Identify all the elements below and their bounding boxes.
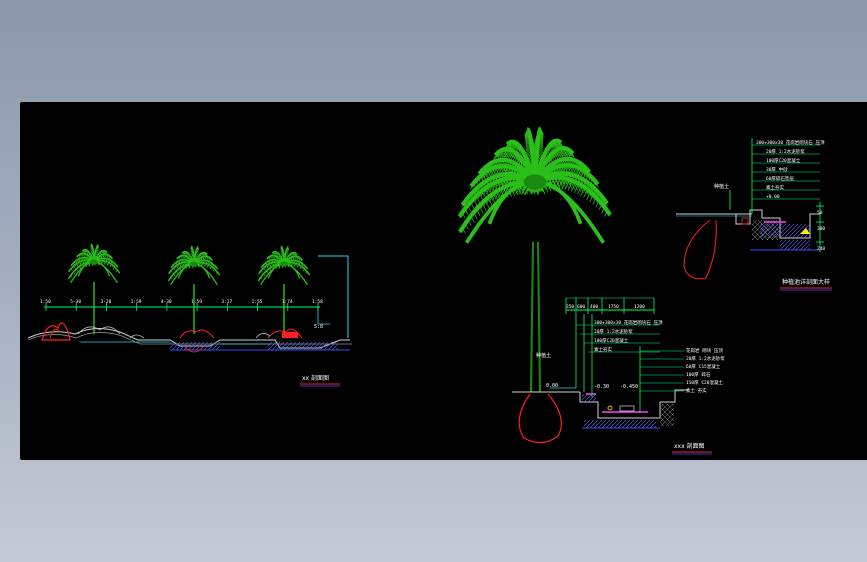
palm-tree-icon — [257, 245, 311, 286]
middle-callout-right: 素土 夯实 — [686, 387, 707, 394]
palm-tree-icon — [457, 126, 612, 244]
middle-dim-label: 600 — [577, 304, 585, 310]
left-side-label: 5:8 — [314, 324, 323, 330]
palm-tree-icon — [67, 243, 121, 284]
left-dim-label: 4-30 — [161, 299, 172, 305]
cad-drawing-viewport[interactable]: 1:50 5-30 3-28 1:59 4-30 1:59 3:17 1:55 1:74 1:58… — [20, 102, 867, 460]
middle-callout-top: 300+300x30 花岗岩砌块石 压顶 — [594, 319, 663, 326]
right-section-title: 种植池详剖面大样 — [782, 278, 830, 286]
right-callout: 300+300x30 花岗岩砌块石 压顶 — [756, 139, 825, 146]
left-dimension-line: 1:50 5-30 3-28 1:59 4-30 1:59 3:17 1:55 1:74 1:58 — [40, 299, 323, 311]
middle-callout-right: 150厚 C20混凝土 — [686, 379, 723, 386]
middle-left-label-0: 种植土 — [536, 352, 551, 359]
middle-dim-label: 1750 — [608, 304, 619, 310]
middle-callout-top: 100厚C20混凝土 — [594, 337, 629, 344]
middle-level-label-0: -0.30 — [594, 384, 609, 390]
right-section-drawing: 种植土 300+300x30 花岗岩砌块石 压顶 20厚 1:2水泥砂浆 100厚C… — [676, 138, 832, 291]
middle-level-label-1: -0.450 — [620, 384, 638, 390]
palm-tree-icon — [167, 245, 221, 286]
left-section-drawing: 1:50 5-30 3-28 1:59 4-30 1:59 3:17 1:55 1:74 1:58… — [27, 243, 352, 387]
right-callout: 20厚 1:2水泥砂浆 — [766, 148, 805, 155]
right-callout: 100厚C20混凝土 — [766, 157, 801, 164]
cad-canvas[interactable]: 1:50 5-30 3-28 1:59 4-30 1:59 3:17 1:55 1:74 1:58… — [20, 102, 867, 460]
left-dim-label: 1:59 — [131, 299, 142, 305]
right-callout: 60厚碎石垫层 — [766, 175, 794, 182]
middle-section-title: xxx 剖面图 — [674, 442, 705, 450]
left-dim-label: 5-30 — [70, 299, 81, 305]
middle-callout-right: 60厚 C15混凝土 — [686, 363, 721, 370]
middle-callout-top: 20厚 1:2水泥砂浆 — [594, 328, 633, 335]
right-left-label: 种植土 — [714, 183, 729, 190]
right-side-dim: 300 — [817, 226, 825, 232]
middle-dim-label: 350 — [566, 304, 574, 310]
right-side-dim: 240 — [817, 246, 825, 252]
left-dim-label: 1:55 — [252, 299, 263, 305]
middle-callout-right: 花岗岩 砌块 压顶 — [686, 347, 723, 354]
right-side-dim: 50 — [817, 210, 823, 216]
middle-callout-right: 100厚 碎石 — [686, 371, 711, 378]
left-dim-label: 3:17 — [221, 299, 232, 305]
left-dim-label: 1:74 — [282, 299, 293, 305]
middle-callout-right: 20厚 1:2水泥砂浆 — [686, 355, 725, 362]
left-dim-label: 1:58 — [312, 299, 323, 305]
middle-callout-top: 素土夯实 — [594, 346, 612, 353]
left-dim-label: 1:50 — [40, 299, 51, 305]
right-callout: 素土夯实 — [766, 184, 784, 191]
left-dim-label: 3-28 — [100, 299, 111, 305]
middle-dim-label: 400 — [590, 304, 598, 310]
left-section-title: xx 剖面图 — [302, 374, 329, 382]
left-dim-label: 1:59 — [191, 299, 202, 305]
middle-left-label-1: 0.00 — [546, 383, 558, 389]
right-callout: +0.00 — [766, 194, 780, 200]
middle-dim-label: 1200 — [634, 304, 645, 310]
right-callout: 30厚 中砂 — [766, 166, 788, 173]
